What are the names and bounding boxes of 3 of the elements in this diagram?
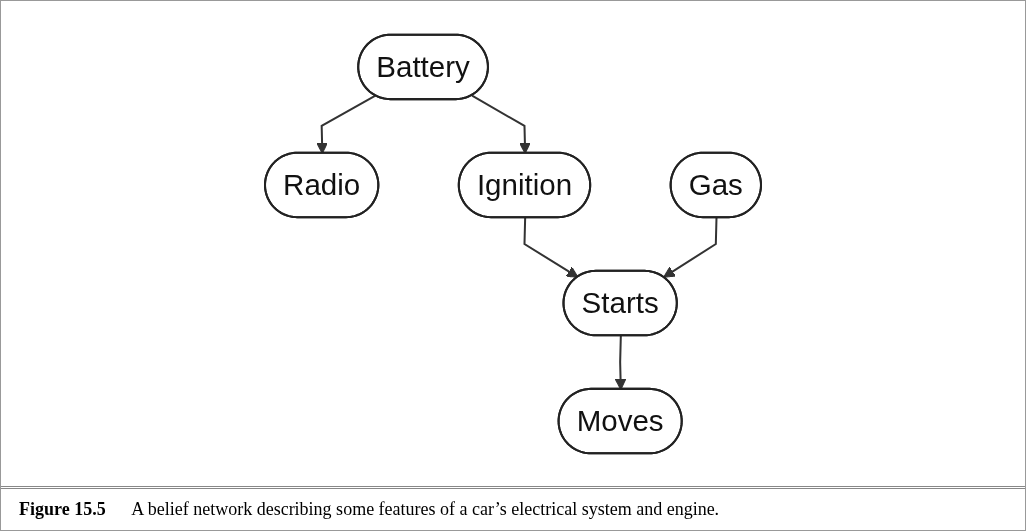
arrow bbox=[663, 217, 718, 278]
arrow bbox=[523, 217, 579, 278]
figure-caption: Figure 15.5 A belief network describing some features of a car’s electrical system and engine. bbox=[1, 486, 1025, 530]
